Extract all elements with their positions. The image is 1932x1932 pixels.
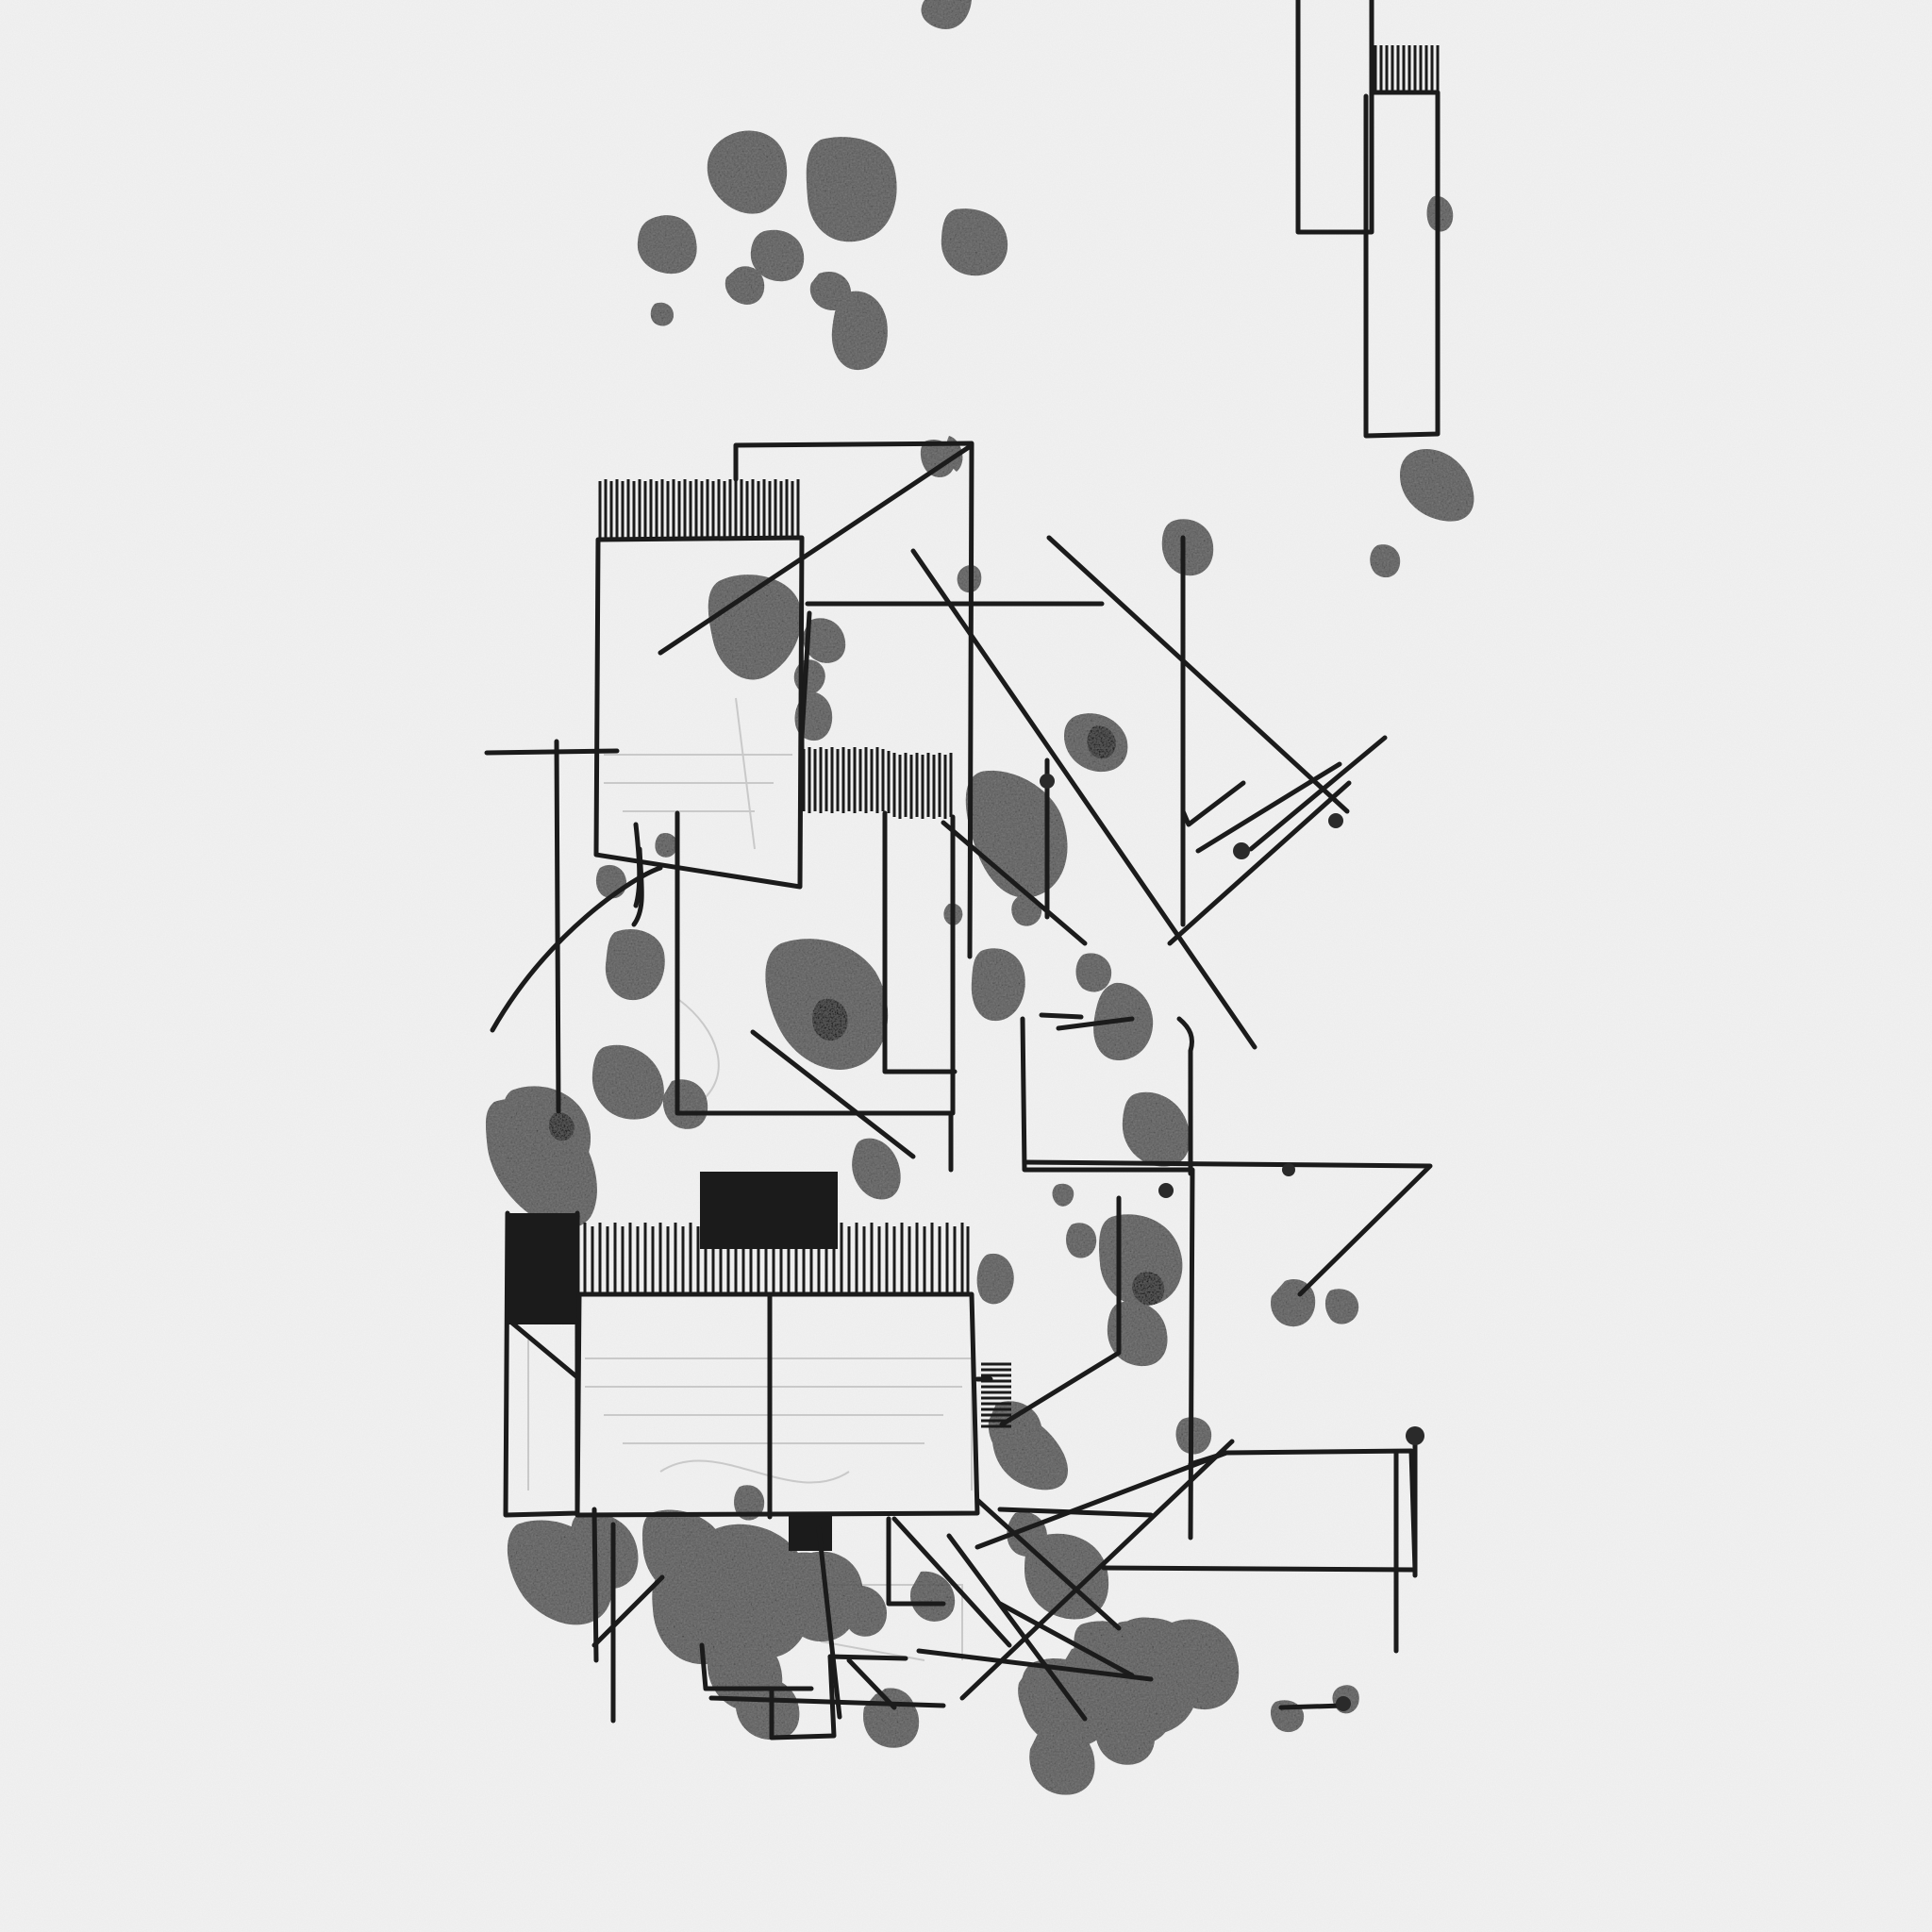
hatch-right-small [981,1362,1011,1428]
hatch-upper-left-block [598,479,800,540]
hatch-top-right [1374,45,1440,91]
ink-hatching [575,45,1440,1428]
ink-wash-blobs [485,0,1474,1795]
middle-rectangle [675,810,958,1116]
top-right-frame-left [1295,0,1374,235]
pencil-sketch-layer [527,697,973,1661]
top-right-frame-right [1363,90,1441,439]
ink-dot-terminals [1040,774,1424,1711]
hatch-middle-block [802,747,953,819]
lower-main-rectangle [575,1291,980,1518]
ink-solid-fills [508,1172,838,1551]
ink-line-work [484,0,1441,1740]
